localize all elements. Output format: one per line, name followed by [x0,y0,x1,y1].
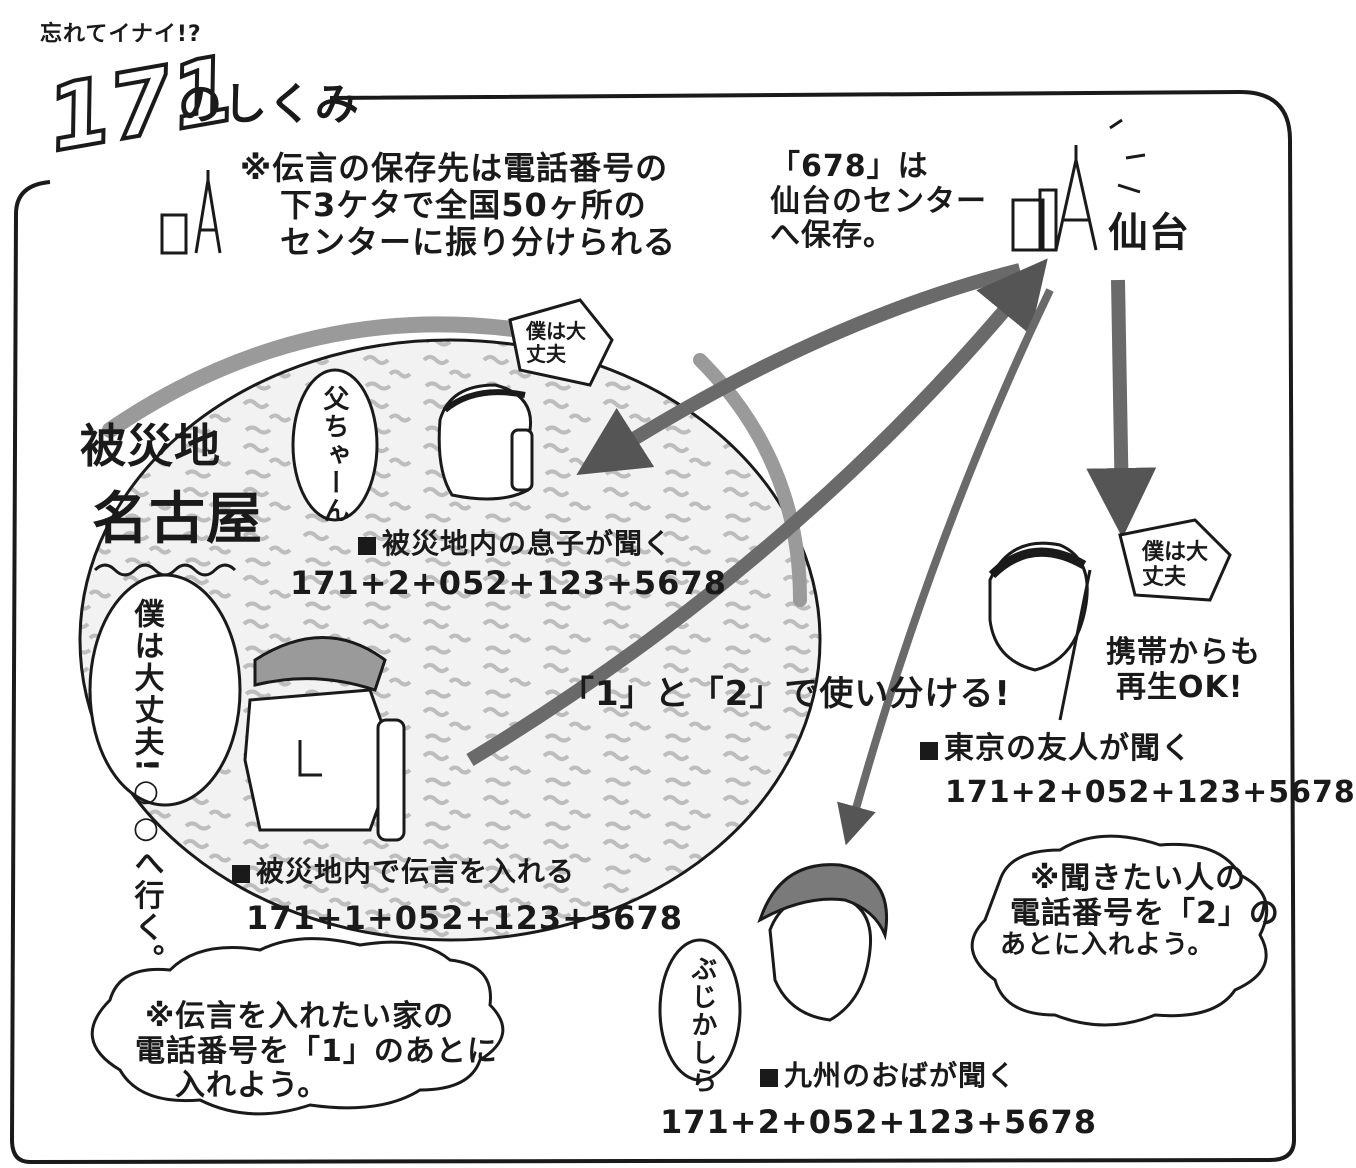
title-rest: のしくみ [178,79,360,130]
storage-note: ※伝言の保存先は電話番号の 下3ケタで全国50ヶ所の センターに振り分けられる [240,149,677,261]
father-dial: 171+1+052+123+5678 [246,899,683,937]
son-face [437,383,534,501]
title-small: 忘れてイナイ!? [40,22,202,47]
arrow-sendai-to-tokyo [1086,279,1157,538]
listen-tip: ※聞きたい人の 電話番号を「2」の あとに入れよう。 [1000,861,1280,960]
aunt-speech-bubble [658,938,742,1082]
diagram-artwork [9,89,1297,1165]
listen-tip-cloud [970,834,1269,1027]
arrow-sendai-to-kyushu [837,288,1054,846]
tower-icon-small [160,170,222,255]
tokyo-caption: 東京の友人が聞く [920,731,1192,767]
tokyo-sign-text: 僕は大丈夫 [1142,540,1209,591]
bullet-square-icon [760,1069,778,1087]
father-speech: 僕は大丈夫!○○へ行く。 [128,598,164,976]
tokyo-sign [1118,518,1232,602]
diagram-171-system: 忘れてイナイ!? 171 のしくみ ※伝言の保存先は電話番号の 下3ケタで全国5… [9,22,1355,1165]
father-speech-bubble [88,573,242,807]
record-tip-cloud [90,937,505,1116]
tokyo-friend-face [988,541,1092,721]
kyushu-dial: 171+2+052+123+5678 [660,1103,1097,1141]
city-label: 名古屋 [92,487,263,552]
kyushu-aunt-face [757,863,888,1022]
son-sign-text: 僕は大丈夫 [526,319,586,366]
bullet-square-icon [920,742,938,760]
outer-frame [9,89,1297,1165]
tokyo-dial: 171+2+052+123+5678 [945,775,1356,810]
bullet-square-icon [232,865,250,883]
son-speech-bubble [291,368,379,522]
record-tip: ※伝言を入れたい家の 電話番号を「1」のあとに 入れよう。 [135,999,498,1103]
kyushu-caption: 九州のおばが聞く [760,1059,1016,1092]
mobile-note: 携帯からも 再生OK! [1106,635,1261,705]
arrow-father-to-sendai [466,258,1048,766]
usage-note: 「1」と「2」で使い分ける! [560,674,1011,714]
arrow-sendai-to-son [576,263,1022,476]
son-dial: 171+2+052+123+5678 [290,564,727,602]
center-label: 仙台 [1108,210,1190,256]
father-face [243,636,406,842]
son-speech: 父ちゃーん [318,385,349,525]
son-caption: 被災地内の息子が聞く [358,527,672,560]
bullet-square-icon [358,537,376,555]
son-sign [508,298,614,387]
aunt-speech: ぶじかしら [686,955,717,1095]
tower-icon-sendai [1011,118,1146,252]
sendai-note: 「678」は 仙台のセンター へ保存。 [770,149,987,253]
father-caption: 被災地内で伝言を入れる [232,855,575,888]
disaster-area-label: 被災地 [80,419,221,473]
